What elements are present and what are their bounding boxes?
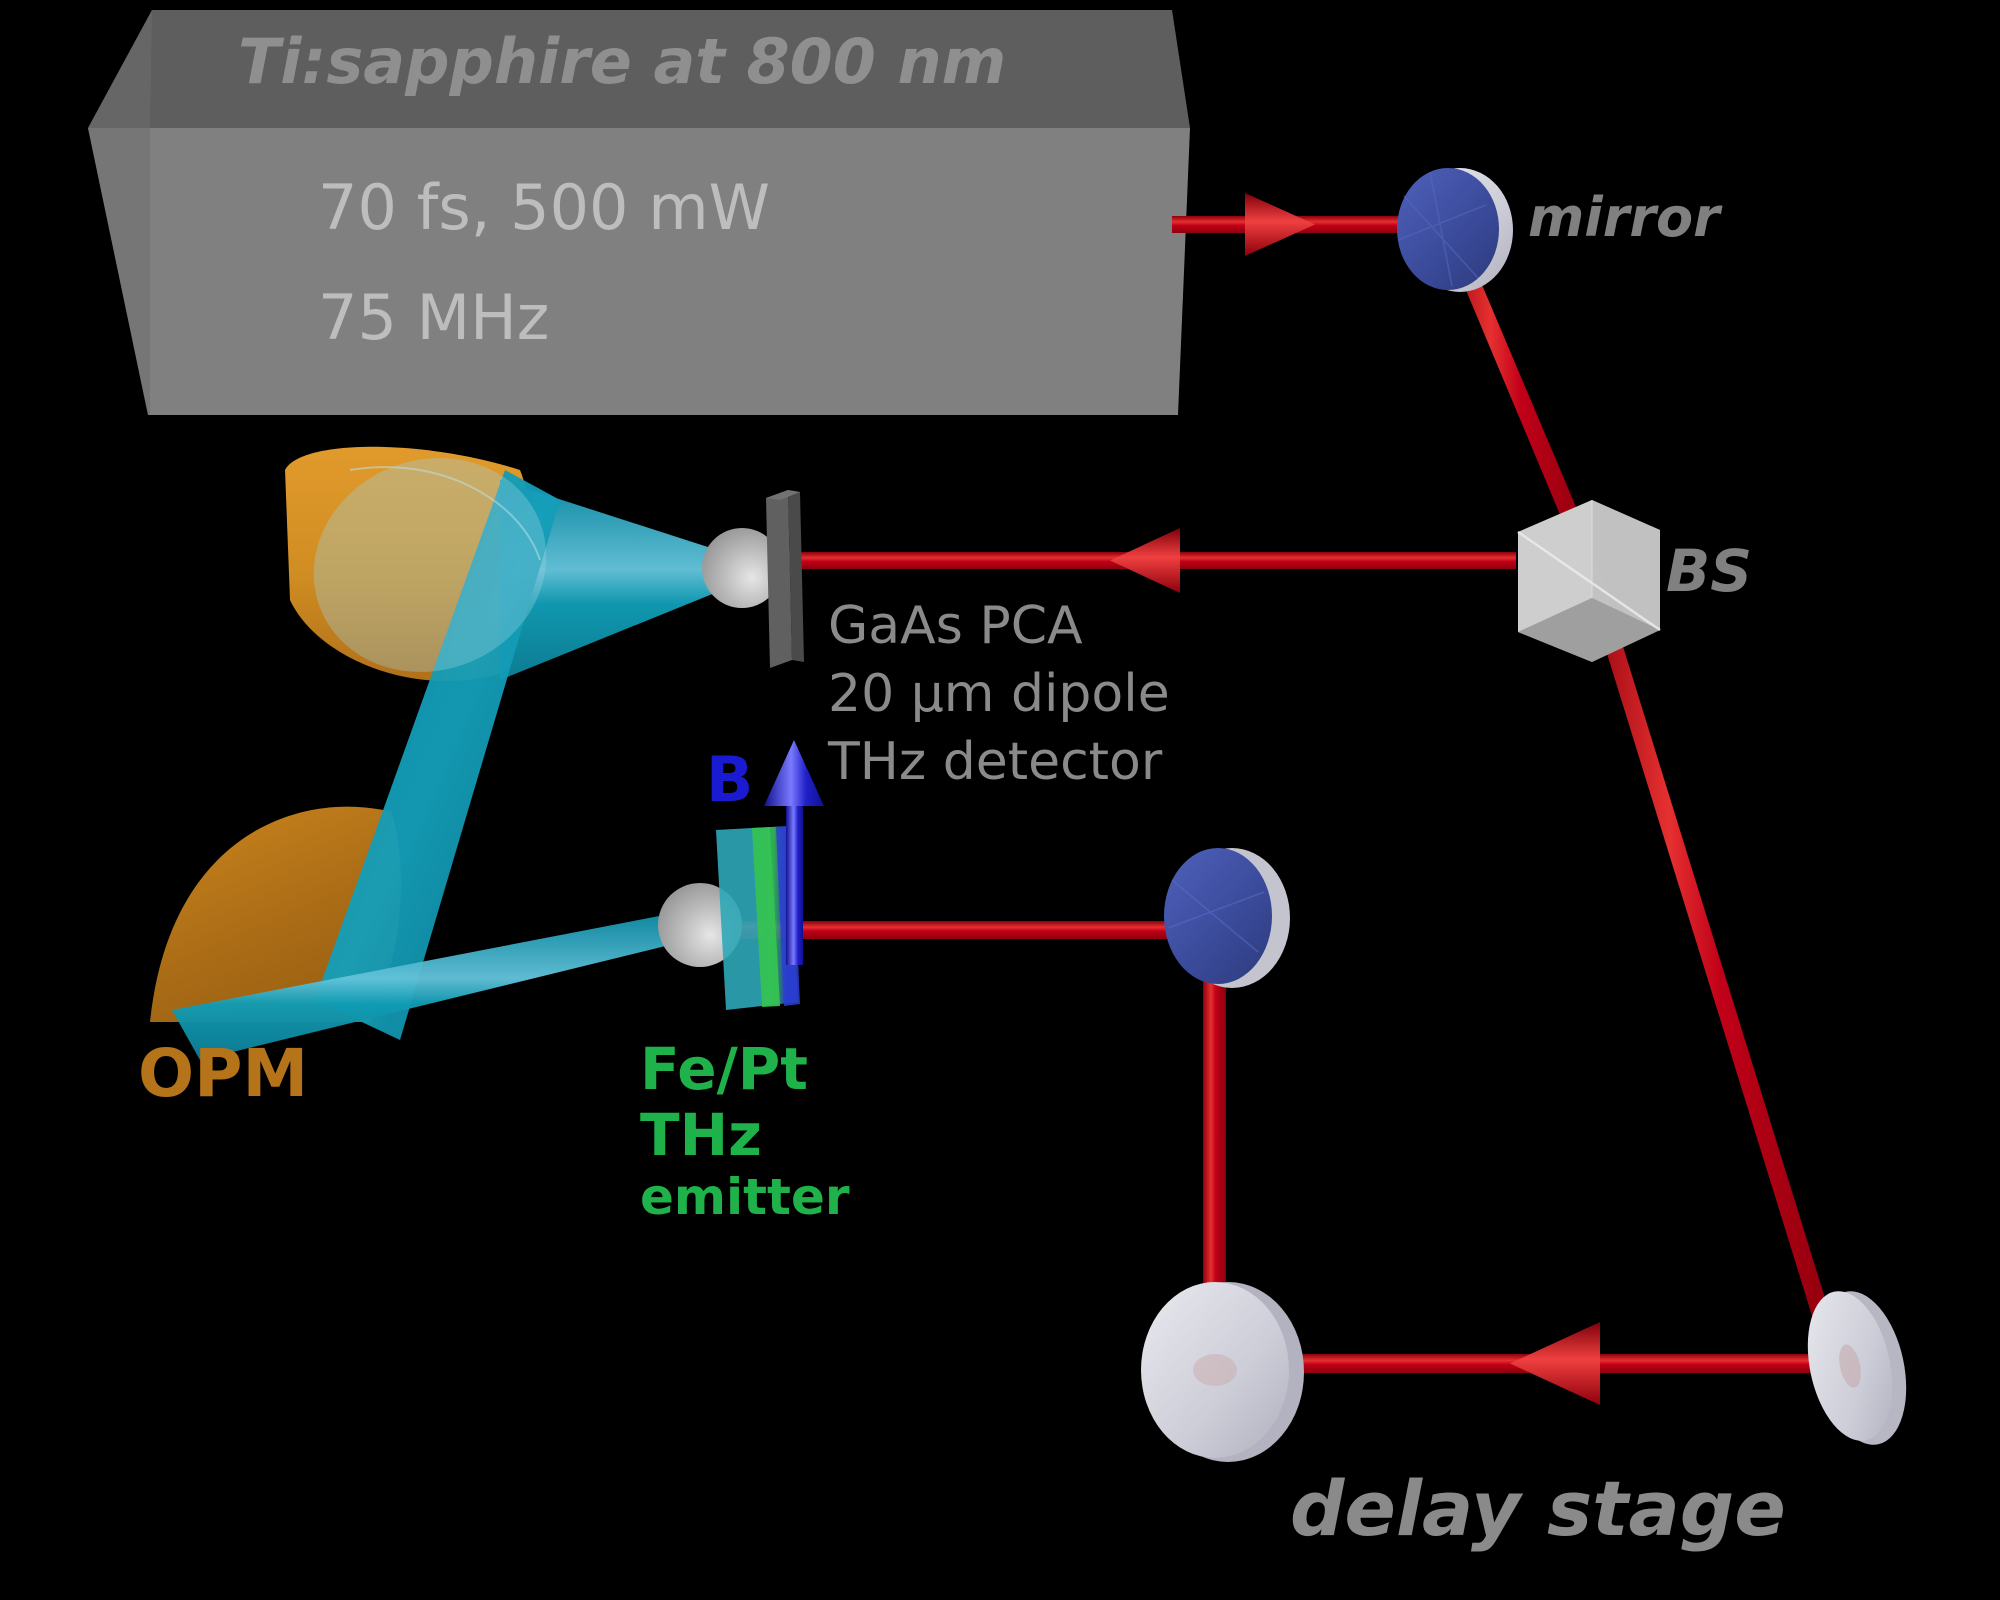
thz-beam-collimated <box>315 470 560 1040</box>
beam-turn-to-emitter <box>740 921 1220 939</box>
magnetic-field-arrow <box>764 740 824 965</box>
delay-mirror-left-spot <box>1193 1354 1237 1386</box>
bs-diagonal-coating <box>1517 530 1661 632</box>
fe-pt-thz-emitter[interactable] <box>658 826 800 1010</box>
opm-lens-edge <box>349 466 541 561</box>
turning-mirror-emitter-path[interactable] <box>1164 848 1290 988</box>
bs-bottom-face <box>1518 598 1660 662</box>
ti-sapphire-laser-box <box>88 10 1190 415</box>
thz-beam-from-emitter <box>172 912 690 1060</box>
laser-box-front-face <box>88 128 1190 415</box>
mirror-face <box>1397 168 1499 290</box>
thz-beam-to-detector <box>500 480 742 680</box>
delay-mirror-right-spot <box>1839 1344 1861 1388</box>
mirror-facets <box>1397 171 1487 287</box>
b-arrow-shaft <box>786 790 803 965</box>
laser-spec-line-2: 75 MHz <box>318 281 550 354</box>
emitter-pt-layer <box>752 827 780 1007</box>
beam-bs-to-delay-mirror <box>1578 553 1838 1348</box>
beam-splitter-label: BS <box>1666 537 1752 605</box>
delay-stage-mirror-right[interactable] <box>1795 1283 1919 1453</box>
opm-lens-highlight <box>313 458 547 672</box>
emitter-label-line-2: THz <box>640 1101 762 1169</box>
bs-left-face <box>1518 500 1592 632</box>
bs-right-face <box>1592 500 1660 630</box>
delay-stage-mirror-left[interactable] <box>1141 1282 1304 1462</box>
b-field-label: B <box>706 743 754 816</box>
turn-mirror-facets <box>1167 879 1265 953</box>
beam-arrow-to-detector <box>1110 528 1180 593</box>
mirror-label: mirror <box>1528 186 1720 249</box>
laser-box-side-face <box>88 10 152 415</box>
detector-label-line-1: GaAs PCA <box>828 596 1083 656</box>
pca-detector-plate-face <box>788 490 804 662</box>
beam-delay-to-turn <box>1203 930 1226 1370</box>
beam-mirror-to-bs <box>1437 214 1590 548</box>
beam-arrow-delay <box>1510 1322 1600 1405</box>
laser-title: Ti:sapphire at 800 nm <box>238 25 1007 98</box>
laser-spec-line-1: 70 fs, 500 mW <box>318 171 770 244</box>
delay-stage-label: delay stage <box>1290 1464 1786 1553</box>
beam-splitter[interactable] <box>1517 500 1661 662</box>
b-arrow-head <box>764 740 824 806</box>
detector-label-line-2: 20 µm dipole <box>828 664 1170 724</box>
pca-detector-plate-top <box>766 490 800 500</box>
pca-detector-plate-side <box>766 490 792 668</box>
emitter-label-line-1: Fe/Pt <box>640 1035 809 1103</box>
pca-detector-lens <box>702 528 782 608</box>
steering-mirror[interactable] <box>1397 168 1513 292</box>
opm-label: OPM <box>138 1035 309 1112</box>
gaas-pca-detector[interactable] <box>702 490 804 668</box>
beam-arrow-to-mirror <box>1245 193 1315 256</box>
emitter-label-line-3: emitter <box>640 1168 850 1226</box>
detector-label-line-3: THz detector <box>828 732 1163 792</box>
laser-box-top-face <box>88 10 1190 128</box>
turn-mirror-face <box>1164 848 1272 984</box>
